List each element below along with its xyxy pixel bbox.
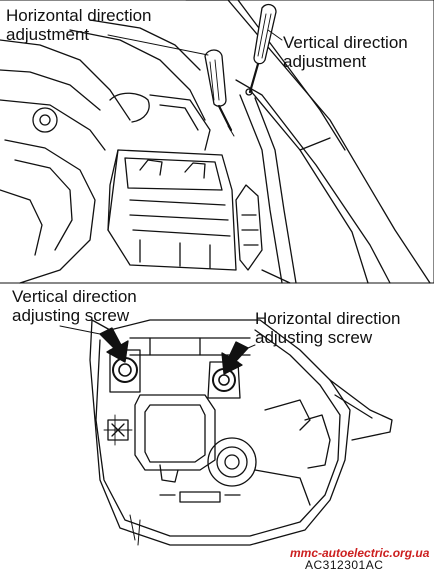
horizontal-adjustment-label-line2: adjustment (6, 25, 90, 44)
engine-bay-drawing (0, 0, 434, 284)
arrow-vertical-screw-icon (99, 327, 129, 363)
screwdriver-horizontal-icon (107, 34, 235, 137)
figure-code: AC312301AC (305, 558, 384, 572)
vertical-adjusting-screw-label: Vertical direction adjusting screw (12, 287, 137, 325)
horizontal-adjusting-screw-label-line1: Horizontal direction (255, 309, 401, 328)
headlamp-rear-drawing (89, 319, 393, 546)
horizontal-adjusting-screw-label: Horizontal direction adjusting screw (255, 309, 401, 347)
screwdriver-vertical-icon (245, 3, 283, 96)
horizontal-adjusting-screw-label-line2: adjusting screw (255, 328, 373, 347)
vertical-adjustment-label-line1: Vertical direction (283, 33, 408, 52)
arrow-horizontal-screw-icon (221, 341, 249, 375)
vertical-adjustment-label: Vertical direction adjustment (283, 33, 408, 71)
vertical-adjustment-label-line2: adjustment (283, 52, 367, 71)
watermark-link[interactable]: mmc-autoelectric.org.ua (290, 546, 430, 560)
horizontal-adjustment-label-line1: Horizontal direction (6, 6, 152, 25)
horizontal-adjustment-label: Horizontal direction adjustment (6, 6, 152, 44)
vertical-adjusting-screw-label-line2: adjusting screw (12, 306, 130, 325)
vertical-adjusting-screw-label-line1: Vertical direction (12, 287, 137, 306)
